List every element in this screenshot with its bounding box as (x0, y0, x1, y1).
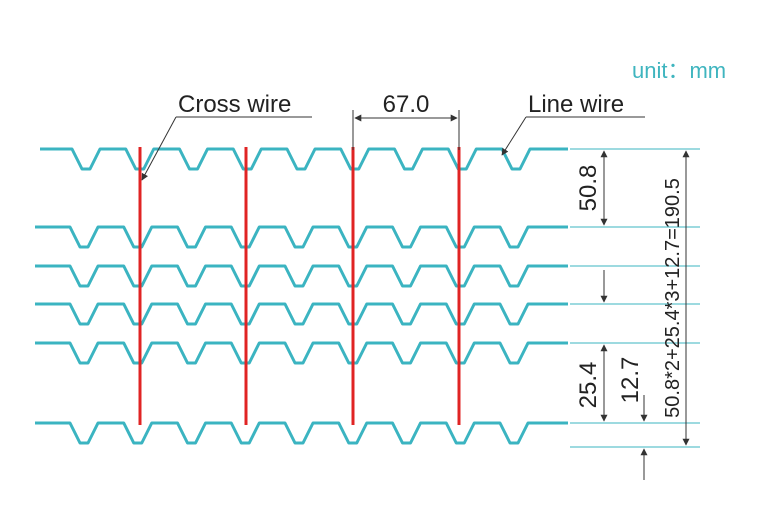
last-gap-dimension: 12.7 (617, 357, 644, 404)
line-wire-label: Line wire (528, 91, 624, 118)
unit-label: unit：mm (632, 58, 726, 83)
total-height-dimension: 50.8*2+25.4*3+12.7=190.5 (662, 178, 684, 418)
cross-wires (138, 147, 461, 425)
line-wires (35, 147, 568, 445)
pitch-dimension: 67.0 (383, 91, 430, 118)
line-wire (35, 302, 568, 326)
first-gap-dimension: 50.8 (575, 165, 602, 212)
cross-wire-label: Cross wire (178, 91, 291, 118)
line-wire (35, 264, 568, 288)
line-wire (35, 341, 568, 365)
line-wire (40, 147, 568, 171)
cross-wire-leader (141, 116, 177, 181)
line-wire-leader (501, 116, 527, 156)
line-wire (35, 421, 568, 445)
middle-gap-dimension: 25.4 (575, 362, 602, 409)
dimension-lines (141, 110, 700, 480)
line-wire (35, 225, 568, 249)
